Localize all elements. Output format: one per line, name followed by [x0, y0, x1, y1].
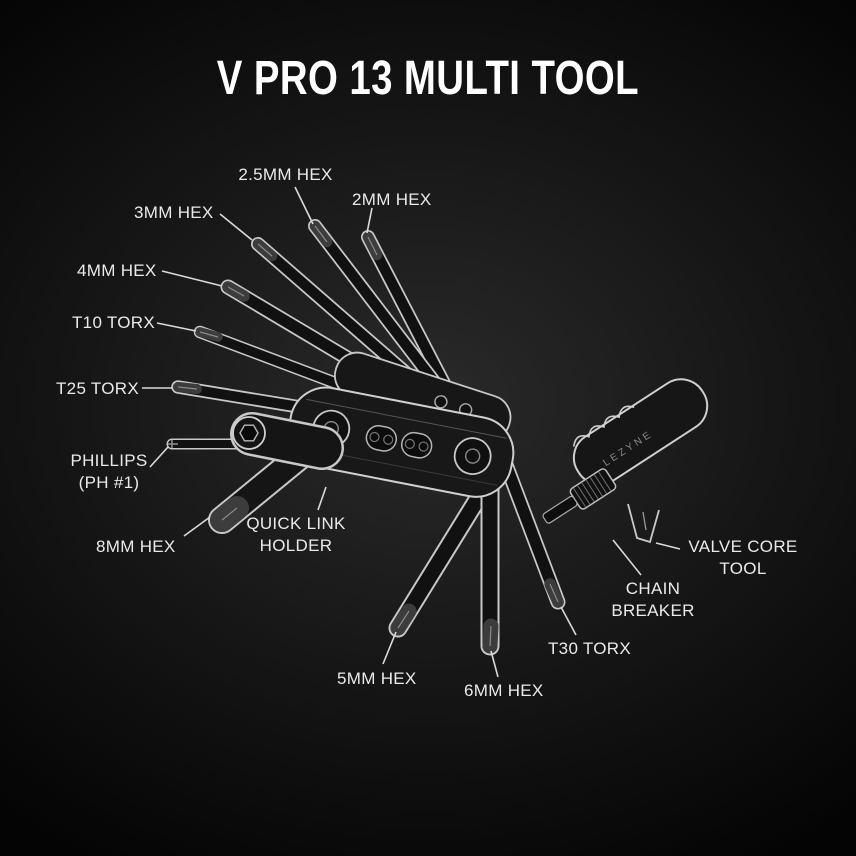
label-2-5mm-hex: 2.5MM HEX — [238, 165, 333, 184]
leader-lines — [142, 186, 681, 678]
chain-breaker: LEZYNE — [542, 378, 709, 524]
leader-line-chain-breaker — [612, 539, 642, 576]
leader-line-phillips — [149, 446, 169, 468]
bit-t30-torx — [497, 454, 566, 610]
chain-pin-screw — [542, 468, 617, 524]
label-valve-core: VALVE CORE TOOL — [688, 537, 798, 579]
pivot-bolt-right — [453, 437, 492, 476]
label-6mm-hex: 6MM HEX — [464, 681, 544, 700]
leader-line-6mm-hex — [490, 650, 499, 678]
page-title: V PRO 13 MULTI TOOL — [216, 52, 640, 106]
quick-link-slots — [365, 425, 433, 459]
left-arm — [230, 412, 344, 470]
leader-line-valve-core — [655, 542, 681, 550]
leader-line-4mm-hex — [161, 270, 223, 287]
label-quick-link: QUICK LINK HOLDER — [246, 514, 346, 556]
label-t30-torx: T30 TORX — [548, 639, 632, 658]
label-3mm-hex: 3MM HEX — [134, 203, 214, 222]
label-2mm-hex: 2MM HEX — [352, 190, 432, 209]
leader-line-5mm-hex — [382, 631, 397, 665]
label-t10-torx: T10 TORX — [72, 313, 156, 332]
leader-line-2-5mm-hex — [294, 186, 314, 225]
grip-bumps — [573, 405, 635, 447]
tool-body — [287, 386, 515, 498]
label-4mm-hex: 4MM HEX — [77, 261, 157, 280]
leader-line-t30-torx — [560, 606, 577, 636]
bit-6mm-hex — [480, 460, 500, 656]
leader-line-t10-torx — [156, 322, 197, 332]
valve-core-tool — [627, 503, 660, 544]
label-chain-breaker: CHAIN BREAKER — [611, 579, 695, 621]
leader-line-quick-link — [317, 486, 327, 511]
leader-line-2mm-hex — [366, 207, 373, 234]
label-8mm-hex: 8MM HEX — [96, 537, 176, 556]
label-5mm-hex: 5MM HEX — [337, 669, 417, 688]
hex-socket — [239, 424, 259, 442]
label-phillips: PHILLIPS (PH #1) — [70, 451, 148, 493]
label-t25-torx: T25 TORX — [56, 379, 140, 398]
bit-8mm-hex — [208, 442, 314, 534]
leader-line-3mm-hex — [219, 213, 253, 241]
leader-line-8mm-hex — [183, 516, 211, 537]
